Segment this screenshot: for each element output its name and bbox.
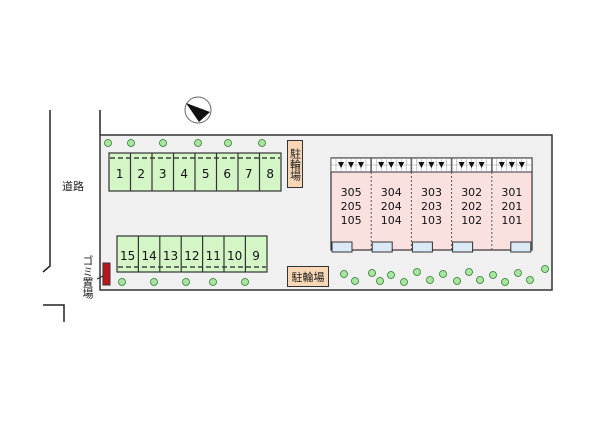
parking-slot-number: 15 [120, 249, 136, 263]
room-number: 305 [340, 186, 362, 199]
room-number: 205 [340, 200, 362, 213]
road-edge-line [42, 110, 51, 273]
parking-slot-number: 1 [115, 167, 124, 181]
parking-slot-number: 13 [162, 249, 179, 263]
tree-icon [194, 139, 202, 147]
parking-slot-number: 3 [158, 167, 167, 181]
tree-icon [209, 278, 217, 286]
room-number: 303 [420, 186, 442, 199]
parking-slot-number: 14 [141, 249, 157, 263]
tree-icon [514, 269, 522, 277]
tree-icon [127, 139, 135, 147]
arrow-down-icon [508, 162, 515, 168]
entrance [371, 241, 393, 253]
tree-icon [526, 276, 534, 284]
room-number: 104 [380, 214, 402, 227]
tree-icon [489, 271, 497, 279]
arrow-down-icon [338, 162, 344, 168]
arrow-down-icon [468, 162, 475, 168]
tree-icon [413, 268, 421, 276]
parking-slot-number: 5 [201, 167, 210, 181]
parking-slot-number: 4 [180, 167, 189, 181]
arrow-down-icon [378, 162, 385, 168]
tree-icon [501, 278, 509, 286]
room-number: 301 [501, 186, 523, 199]
arrow-down-icon [348, 162, 354, 168]
tree-icon [118, 278, 126, 286]
parking-slot-number: 7 [244, 167, 253, 181]
parking-slot-number: 6 [223, 167, 232, 181]
room-number: 103 [420, 214, 442, 227]
tree-icon [387, 271, 395, 279]
arrow-down-icon [498, 162, 505, 168]
tree-icon [465, 268, 473, 276]
tree-icon [159, 139, 167, 147]
garbage-area [102, 262, 111, 286]
road-corner-line [43, 304, 65, 322]
room-number: 202 [461, 200, 483, 213]
arrow-down-icon [358, 162, 364, 168]
tree-icon [376, 277, 384, 285]
parking-slot-number: 10 [227, 249, 243, 263]
arrow-down-icon [428, 162, 435, 168]
entrance [331, 241, 353, 253]
tree-icon [476, 276, 484, 284]
arrow-down-icon [438, 162, 445, 168]
building [330, 157, 533, 251]
room-number: 302 [461, 186, 483, 199]
parking-slot-number: 12 [184, 249, 200, 263]
entrance [510, 241, 532, 253]
arrow-down-icon [388, 162, 395, 168]
entrance [452, 241, 474, 253]
room-number: 204 [380, 200, 402, 213]
tree-icon [439, 270, 447, 278]
tree-icon [453, 277, 461, 285]
tree-icon [150, 278, 158, 286]
parking-slot-number: 11 [205, 249, 221, 263]
room-number: 101 [501, 214, 523, 227]
tree-icon [258, 139, 266, 147]
arrow-down-icon [478, 162, 485, 168]
tree-icon [368, 269, 376, 277]
room-number: 105 [340, 214, 362, 227]
tree-icon [541, 265, 549, 273]
tree-icon [426, 276, 434, 284]
entrance [411, 241, 433, 253]
road-label: 道路 [62, 180, 84, 193]
bicycle-parking-bottom: 駐輪場 [287, 266, 329, 287]
garbage-label: ゴミ置場 [81, 255, 94, 299]
parking-slot-number: 8 [266, 167, 275, 181]
parking-slot-number: 2 [137, 167, 146, 181]
arrow-down-icon [458, 162, 465, 168]
parking-area-bottom [116, 235, 268, 273]
tree-icon [224, 139, 232, 147]
room-number: 304 [380, 186, 402, 199]
room-number: 102 [461, 214, 483, 227]
parking-slot-number: 9 [252, 249, 260, 263]
north-compass-icon [184, 96, 212, 124]
arrow-down-icon [518, 162, 525, 168]
room-number: 203 [420, 200, 442, 213]
arrow-down-icon [418, 162, 425, 168]
tree-icon [182, 278, 190, 286]
tree-icon [241, 278, 249, 286]
bicycle-parking-top: 駐輪場 [287, 140, 303, 188]
tree-icon [400, 278, 408, 286]
tree-icon [104, 139, 112, 147]
room-number: 201 [501, 200, 523, 213]
tree-icon [351, 277, 359, 285]
arrow-down-icon [398, 162, 405, 168]
tree-icon [340, 270, 348, 278]
